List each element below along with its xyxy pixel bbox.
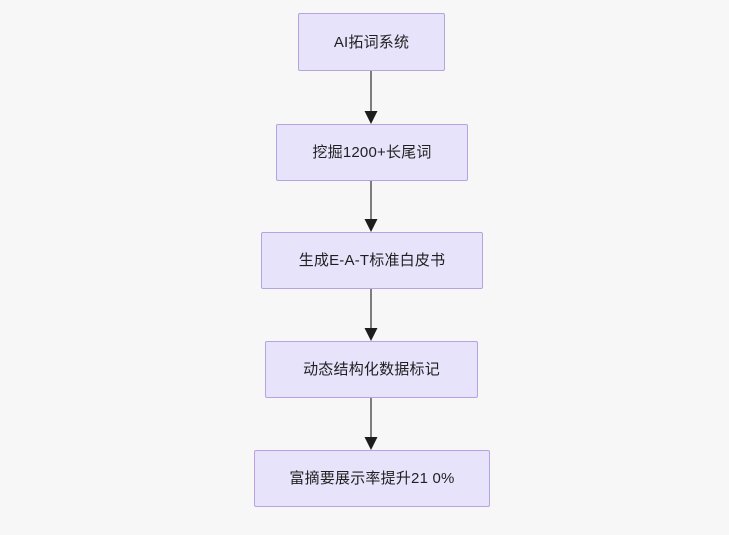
edge-n4-n5 [364, 398, 378, 450]
edge-n1-n2 [364, 71, 378, 124]
flowchart-node-rich-snippet-rate-increase[interactable]: 富摘要展示率提升21 0% [254, 450, 490, 507]
flowchart-node-ai-keyword-system[interactable]: AI拓词系统 [298, 13, 445, 71]
flowchart-node-generate-eat-whitepaper[interactable]: 生成E-A-T标准白皮书 [261, 232, 483, 289]
edge-n3-n4 [364, 289, 378, 341]
node-label: 富摘要展示率提升21 0% [289, 470, 455, 487]
node-label: 挖掘1200+长尾词 [312, 144, 432, 161]
flowchart-node-dynamic-structured-data-markup[interactable]: 动态结构化数据标记 [265, 341, 478, 398]
node-label: AI拓词系统 [333, 33, 410, 51]
flowchart-node-mine-longtail-keywords[interactable]: 挖掘1200+长尾词 [276, 124, 468, 181]
node-label: 动态结构化数据标记 [303, 361, 440, 378]
node-label: 生成E-A-T标准白皮书 [298, 252, 446, 269]
edge-n2-n3 [364, 181, 378, 232]
